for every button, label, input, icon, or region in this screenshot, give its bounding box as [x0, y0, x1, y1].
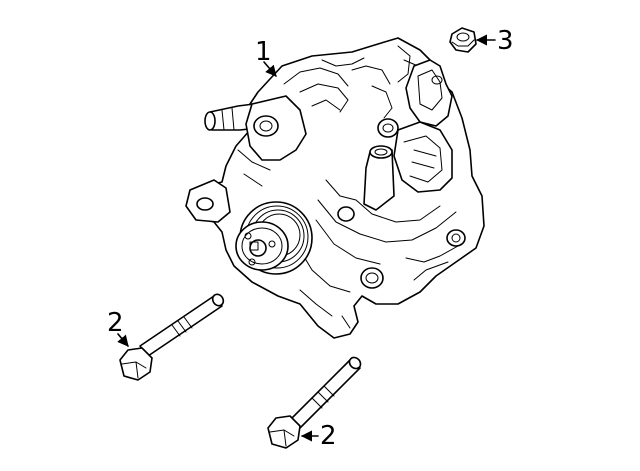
callout-label-3: 3: [497, 26, 514, 56]
callout-2-lower: 2: [300, 421, 337, 451]
mounting-ear-left: [185, 179, 231, 223]
callout-1: 1: [255, 37, 277, 77]
callout-3: 3: [475, 26, 514, 56]
flange-nut: [449, 27, 477, 53]
callout-arrow-1: [263, 61, 277, 77]
bolt-lower-drawing: [267, 356, 362, 449]
bolt-upper-drawing: [119, 293, 225, 381]
drive-pulley: [235, 201, 313, 275]
connector-housing: [405, 59, 453, 127]
front-bracket: [245, 95, 307, 161]
callout-label-1: 1: [255, 37, 272, 67]
callout-2-upper: 2: [107, 308, 129, 347]
callout-label-2-upper: 2: [107, 308, 124, 338]
hose-nipple-end: [204, 111, 216, 131]
alternator-drawing: [185, 37, 485, 339]
callout-arrow-2-upper: [117, 333, 129, 347]
callout-label-2-lower: 2: [320, 421, 337, 451]
